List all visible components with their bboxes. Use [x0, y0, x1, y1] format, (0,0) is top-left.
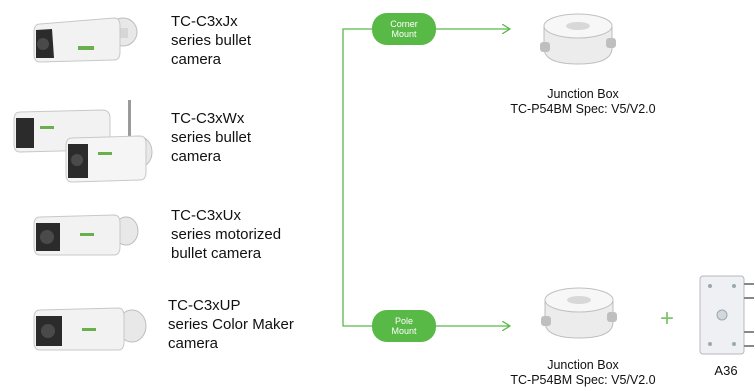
junction-box-label: Junction Box TC-P54BM Spec: V5/V2.0 — [510, 358, 656, 387]
pole-mount-bracket-icon — [699, 275, 754, 355]
bullet-camera-icon — [33, 17, 138, 63]
junction-box-label: Junction Box TC-P54BM Spec: V5/V2.0 — [510, 87, 656, 116]
junction-box-icon — [540, 13, 616, 65]
plus-sign: + — [660, 305, 675, 332]
junction-box-icon — [541, 287, 617, 339]
motorized-bullet-camera-icon — [33, 214, 139, 256]
camera-label: TC-C3xWx series bullet camera — [171, 110, 252, 165]
camera-label: TC-C3xUx series motorized bullet camera — [171, 207, 282, 262]
camera-label: TC-C3xJx series bullet camera — [171, 13, 252, 68]
camera-label: TC-C3xUP series Color Maker camera — [168, 297, 294, 352]
color-maker-camera-icon — [33, 307, 147, 351]
trunk-line — [342, 28, 372, 327]
accessory-label: A36 — [714, 363, 738, 378]
corner-mount-badge: Corner Mount — [372, 13, 436, 45]
bullet-camera-pair-icon — [13, 100, 153, 183]
pole-mount-badge: Pole Mount — [372, 310, 436, 342]
